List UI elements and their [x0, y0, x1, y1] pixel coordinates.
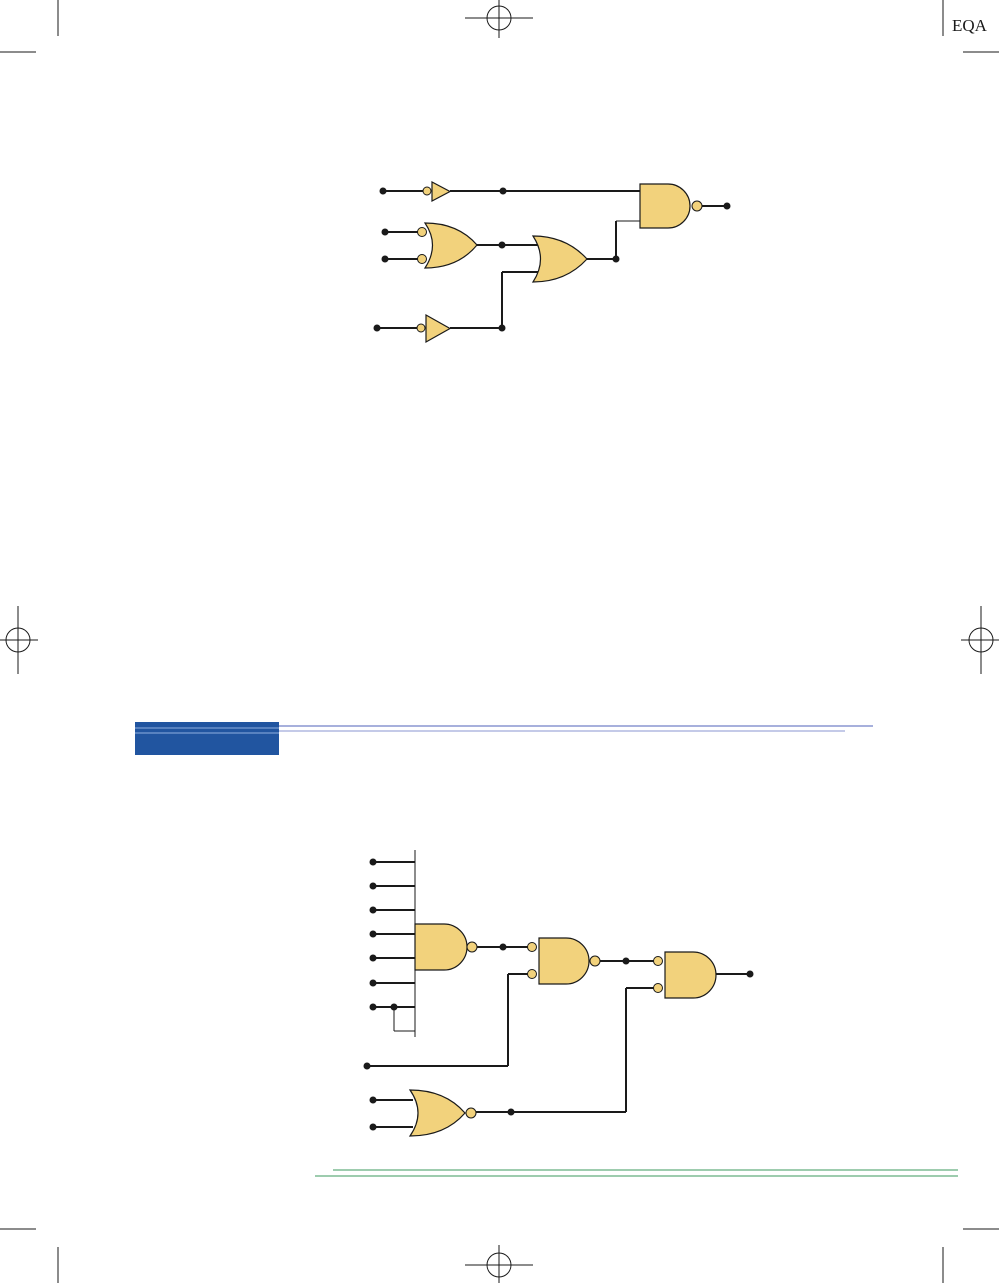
input-terminal: [381, 255, 389, 263]
nand-gate: [538, 937, 590, 985]
inversion-bubble: [416, 323, 426, 333]
inversion-bubble: [417, 254, 427, 264]
input-terminal: [363, 1062, 371, 1070]
junction-dot: [612, 255, 620, 263]
registration-mark-right: [961, 606, 999, 674]
input-terminal: [379, 187, 387, 195]
input-terminal: [369, 1096, 377, 1104]
junction-dot: [498, 241, 506, 249]
junction-dot: [390, 1003, 398, 1011]
input-terminal: [369, 858, 377, 866]
or-gate: [423, 222, 478, 269]
input-terminal: [369, 1003, 377, 1011]
output-terminal: [723, 202, 731, 210]
inversion-bubble: [589, 955, 601, 967]
input-terminal: [369, 882, 377, 890]
inversion-bubble: [422, 186, 432, 196]
junction-dot: [498, 324, 506, 332]
junction-dot: [507, 1108, 515, 1116]
page-corner-label: EQA: [952, 16, 987, 35]
inversion-bubble: [417, 227, 427, 237]
nand-gate: [639, 183, 691, 229]
footer-rules: [315, 1169, 958, 1177]
registration-mark-bottom: [465, 1245, 533, 1283]
input-terminal: [369, 906, 377, 914]
nand-gate: [414, 923, 468, 971]
output-terminal: [746, 970, 754, 978]
input-terminal: [369, 979, 377, 987]
junction-dot: [499, 943, 507, 951]
input-terminal: [381, 228, 389, 236]
junction-dot: [622, 957, 630, 965]
registration-mark-left: [0, 606, 38, 674]
bottom-logic-circuit: [363, 850, 754, 1137]
top-logic-circuit: [373, 181, 731, 344]
input-terminal: [369, 1123, 377, 1131]
buffer-gate: [425, 313, 452, 344]
section-header: [135, 722, 873, 755]
inversion-bubble: [466, 941, 478, 953]
section-header-bar: [135, 722, 279, 755]
buffer-gate: [431, 181, 452, 202]
inversion-bubble: [653, 983, 663, 993]
inversion-bubble: [465, 1107, 477, 1119]
nand-gate: [664, 951, 717, 999]
inversion-bubble: [527, 969, 537, 979]
inversion-bubble: [691, 200, 703, 212]
or-gate: [531, 235, 588, 283]
input-terminal: [369, 954, 377, 962]
registration-mark-top: [465, 0, 533, 38]
nor-gate: [408, 1089, 466, 1137]
inversion-bubble: [527, 942, 537, 952]
junction-dot: [499, 187, 507, 195]
inversion-bubble: [653, 956, 663, 966]
input-terminal: [369, 930, 377, 938]
input-terminal: [373, 324, 381, 332]
